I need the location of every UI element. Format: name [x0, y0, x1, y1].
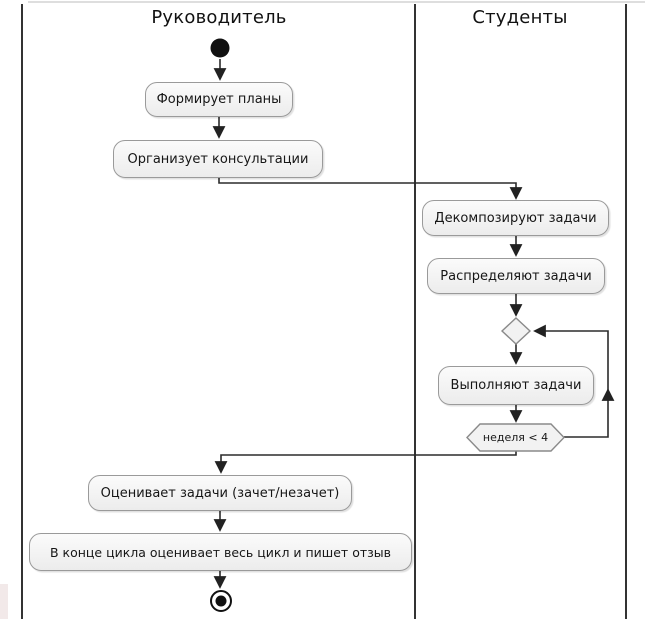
activity-final-review: В конце цикла оценивает весь цикл и пише… — [29, 533, 412, 571]
lane-border-left — [21, 4, 23, 619]
loop-condition-hexagon — [466, 423, 565, 452]
end-node-inner — [215, 595, 227, 607]
lane-border-right — [625, 4, 627, 619]
activity-evaluate-tasks: Оценивает задачи (зачет/незачет) — [88, 475, 352, 511]
loop-condition-label: неделя < 4 — [482, 431, 549, 444]
decision-diamond — [500, 317, 532, 345]
activity-decompose-tasks: Декомпозируют задачи — [422, 200, 609, 236]
lane-border-middle — [414, 4, 416, 619]
top-edge-line — [28, 1, 645, 3]
activity-form-plans: Формирует планы — [145, 82, 293, 117]
activity-execute-tasks: Выполняют задачи — [438, 366, 594, 405]
edge-condition-to-evaluate — [214, 451, 517, 474]
lane-title-students: Студенты — [472, 7, 568, 28]
edge-organize-to-decompose — [218, 178, 523, 200]
activity-distribute-tasks: Распределяют задачи — [427, 258, 605, 294]
activity-organize-consultations: Организует консультации — [113, 140, 323, 178]
edge-loop-back-up — [564, 388, 615, 438]
edge-loop-back-to-decision — [533, 324, 609, 390]
start-node — [210, 38, 230, 58]
lane-title-supervisor: Руководитель — [151, 7, 287, 28]
page-edge-artifact — [0, 584, 8, 619]
